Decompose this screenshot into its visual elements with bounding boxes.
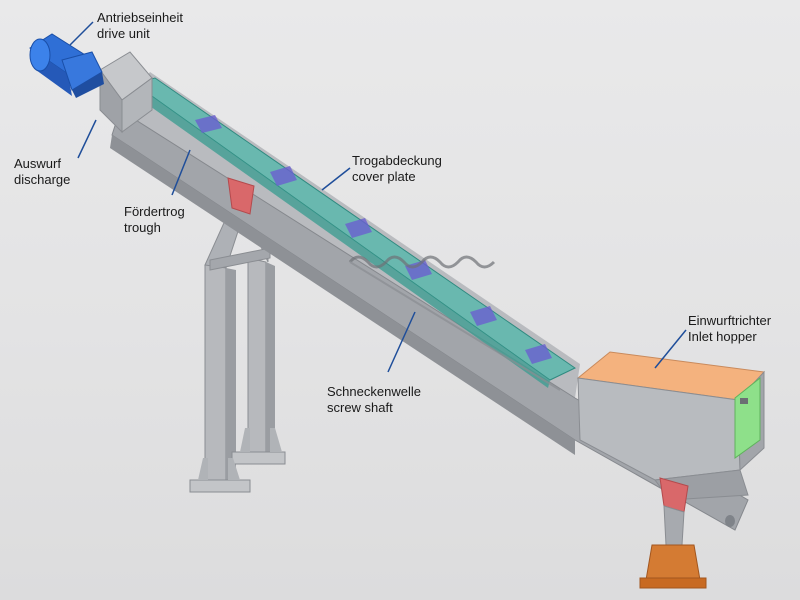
leader-inlet-hopper: [654, 329, 687, 369]
leader-discharge: [77, 119, 97, 159]
label-screw-shaft: Schneckenwelle screw shaft: [327, 384, 421, 415]
leader-screw-shaft: [387, 311, 416, 373]
label-drive-unit: Antriebseinheit drive unit: [97, 10, 183, 41]
screw-flights: [195, 115, 552, 364]
label-cover-plate: Trogabdeckung cover plate: [352, 153, 442, 184]
leader-cover-plate: [321, 167, 351, 191]
screw-shaft: [348, 255, 561, 391]
leader-lines: [69, 21, 687, 373]
label-inlet-hopper: Einwurftrichter Inlet hopper: [688, 313, 772, 344]
discharge-housing: [99, 51, 153, 134]
leader-drive-unit: [69, 21, 94, 46]
label-discharge: Auswurf discharge: [14, 156, 71, 187]
leader-trough: [171, 149, 191, 196]
lower-support: [639, 477, 707, 589]
drive-motor: [29, 33, 104, 98]
upper-bearing: [227, 177, 255, 215]
label-trough: Fördertrog trough: [124, 204, 185, 235]
